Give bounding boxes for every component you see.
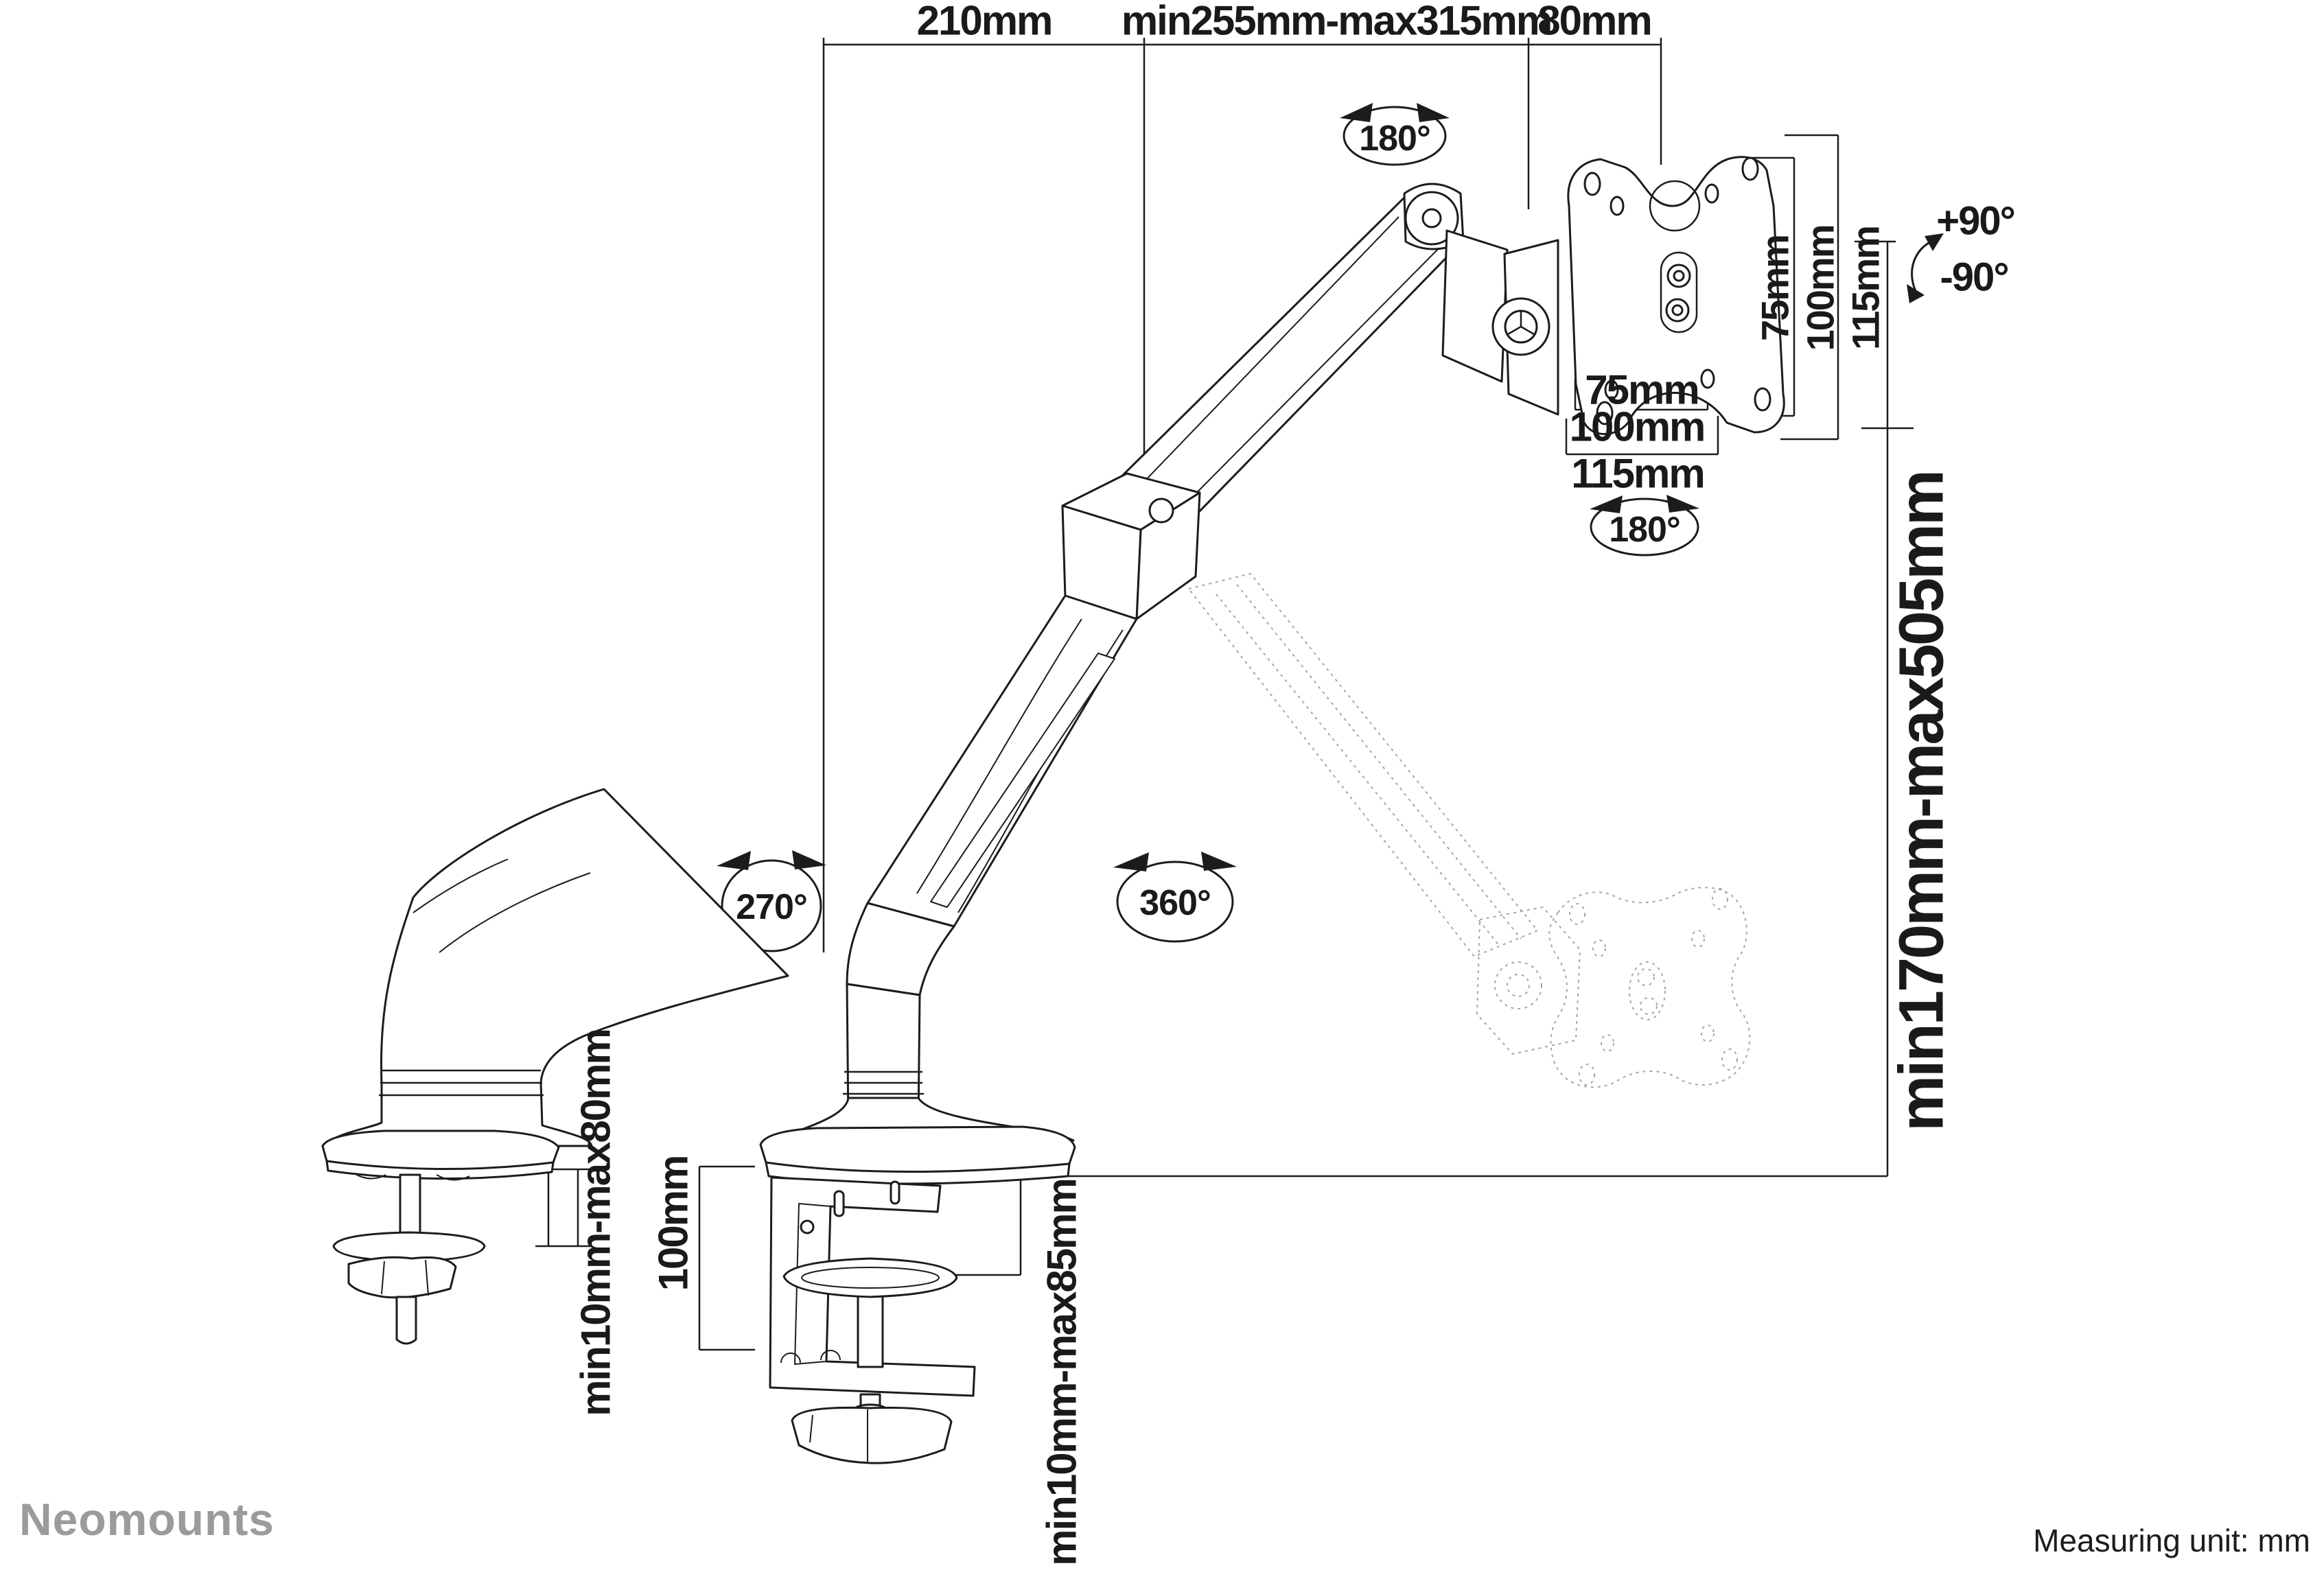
vesa-horizontal-label-75: 75mm <box>1585 366 1699 413</box>
rotation-oval-vesa <box>1590 495 1699 557</box>
ghost-arm-position <box>1187 572 1751 1088</box>
height-range-label: min170mm-max505mm <box>1886 471 1957 1132</box>
vesa-vertical-label-100: 100mm <box>1798 225 1842 351</box>
arm-post-and-base <box>759 902 1076 1185</box>
neomounts-logo: Neomounts <box>19 1494 275 1545</box>
rotation-oval-arm <box>1113 852 1237 943</box>
tilt-label-up: +90° <box>1936 198 2016 244</box>
rotation-oval-head-swivel <box>1340 103 1450 166</box>
rotation-label-base: 270° <box>736 887 808 927</box>
elbow-joint <box>1061 472 1201 620</box>
rotation-label-arm: 360° <box>1139 883 1211 923</box>
clamp-height-label: 100mm <box>650 1156 697 1291</box>
vesa-vertical-label-75: 75mm <box>1753 235 1797 341</box>
tilt-arc <box>1907 233 1944 303</box>
rotation-label-head-swivel: 180° <box>1359 119 1431 159</box>
desk-clamp <box>769 1176 976 1464</box>
vesa-horizontal-label-100: 100mm <box>1569 403 1706 450</box>
tilt-label-down: -90° <box>1940 255 2009 300</box>
measuring-unit-note: Measuring unit: mm <box>2033 1523 2310 1558</box>
lower-arm <box>866 594 1138 928</box>
dim-label-80mm: 80mm <box>1537 0 1652 44</box>
grommet-thickness-label: min10mm-max80mm <box>572 1029 619 1416</box>
rotation-oval-base <box>717 850 826 952</box>
vesa-horizontal-label-115: 115mm <box>1571 450 1705 497</box>
top-dimension-lines <box>822 38 1662 952</box>
height-range-dimension-line <box>1855 240 1914 1176</box>
grommet-base-side-view <box>321 788 789 1345</box>
monitor-arm <box>759 183 1559 1464</box>
head-joint <box>1403 183 1559 416</box>
vesa-vertical-label-115: 115mm <box>1844 226 1887 350</box>
dim-label-210mm: 210mm <box>916 0 1054 44</box>
grommet-dimension-lines <box>535 1168 592 1248</box>
rotation-label-vesa: 180° <box>1609 510 1681 550</box>
dim-label-extension: min255mm-max315mm <box>1121 0 1553 44</box>
vesa-plate <box>1567 156 1785 435</box>
clamp-thickness-label: min10mm-max85mm <box>1038 1179 1085 1566</box>
